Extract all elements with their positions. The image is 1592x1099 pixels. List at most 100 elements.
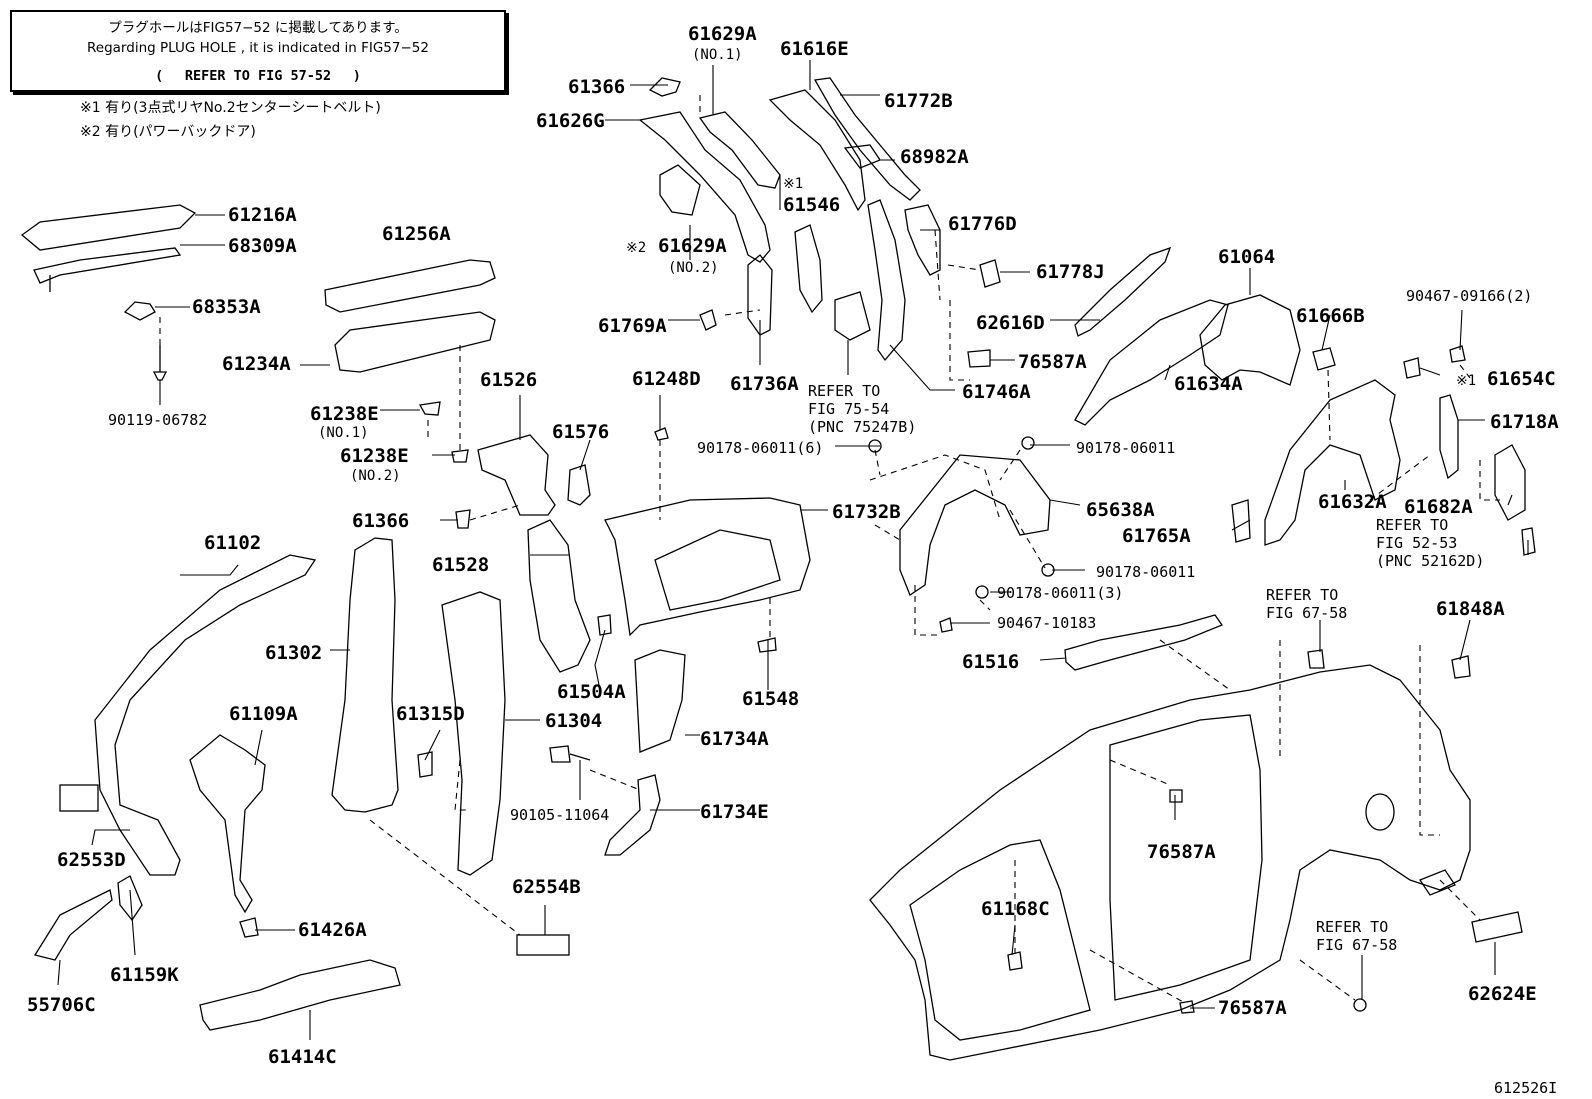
label-61168C: 61168C (981, 898, 1050, 920)
part-76587A-top-shape (967, 349, 991, 368)
part-61746A-shape (867, 199, 906, 362)
label-61315D: 61315D (396, 703, 465, 725)
part-61064-shape (1199, 294, 1301, 386)
label-62616D: 62616D (976, 312, 1045, 334)
ref-52-53-line1: REFER TO (1376, 516, 1448, 534)
part-61626G-shape (638, 111, 771, 263)
part-68309A-shape (33, 247, 182, 284)
ref-67-58-bot-line1: REFER TO (1316, 918, 1388, 936)
body-side-outer-shape (869, 664, 1471, 1061)
label-61109A: 61109A (229, 703, 298, 725)
leaders-left-b (57, 564, 581, 1040)
part-61168C-shape (1007, 951, 1023, 971)
label-65638A: 65638A (1086, 499, 1155, 521)
label-62553D: 62553D (57, 849, 126, 871)
part-61304-shape (441, 591, 506, 876)
label-76587A-mid: 76587A (1147, 841, 1216, 863)
label-61159K: 61159K (110, 964, 179, 986)
part-61102-shape (94, 554, 317, 876)
label-61238E-no2: 61238E (340, 445, 409, 467)
part-61159K-shape (117, 875, 143, 922)
part-labels: 61629A (NO.1) 61616E 61366 61772B 61626G… (27, 23, 1559, 1097)
label-61548: 61548 (742, 688, 799, 710)
label-61718A: 61718A (1490, 411, 1559, 433)
label-61736A: 61736A (730, 373, 799, 395)
part-61772B-shape (813, 77, 921, 201)
part-55706C-shape (33, 889, 113, 961)
part-61576-shape (567, 464, 591, 506)
label-61629A-no2-sub: (NO.2) (668, 260, 719, 276)
part-61654C-shape (1403, 357, 1421, 379)
part-bracket-ref-75-shape (834, 291, 871, 341)
label-61654C: 61654C (1487, 368, 1556, 390)
label-76587A-top: 76587A (1018, 351, 1087, 373)
label-76587A-bot: 76587A (1218, 997, 1287, 1019)
label-61256A: 61256A (382, 223, 451, 245)
part-61629A-1-shape (698, 111, 781, 189)
label-90178-06011-b: 90178-06011 (1096, 563, 1195, 581)
label-61734A: 61734A (700, 728, 769, 750)
label-61666B: 61666B (1296, 305, 1365, 327)
part-61526-shape (477, 434, 556, 516)
dashed-liner (869, 449, 1046, 636)
part-61776D-shape (904, 204, 941, 276)
part-61504A-shape (597, 614, 612, 636)
label-61414C: 61414C (268, 1046, 337, 1068)
label-90467-10183: 90467-10183 (997, 614, 1096, 632)
part-61732B-shape (604, 497, 811, 637)
part-76587A-mid-shape (1169, 789, 1183, 803)
label-68982A: 68982A (900, 146, 969, 168)
part-61546-shape (794, 224, 823, 314)
label-61426A: 61426A (298, 919, 367, 941)
part-62624E-pad (1471, 911, 1523, 943)
note-box-line-3: ( REFER TO FIG 57-52 ) (155, 68, 361, 84)
part-90467-10183-clip (939, 617, 953, 633)
label-61238E-no1-sub: (NO.1) (318, 425, 369, 441)
part-61848A-shape (1451, 655, 1471, 679)
ref-67-58-bot-line2: FIG 67-58 (1316, 936, 1397, 954)
label-mark-2: ※2 (626, 240, 646, 256)
label-61504A: 61504A (557, 681, 626, 703)
part-61548-shape (757, 637, 777, 653)
part-90105-bolt (549, 745, 591, 763)
label-61772B: 61772B (884, 90, 953, 112)
label-61629A-no2: 61629A (658, 235, 727, 257)
part-90178-06011-a-nut (1021, 436, 1035, 450)
label-90119-06782: 90119-06782 (108, 411, 207, 429)
part-61248D-shape (654, 427, 669, 441)
part-68353A-shape (123, 301, 156, 321)
part-61366-mid-shape (455, 509, 471, 529)
part-90467-09166-clip (1449, 345, 1466, 363)
part-61516-shape (1064, 614, 1224, 671)
part-90178-06011-3-nut (975, 585, 989, 599)
part-61256A-shape (324, 259, 496, 313)
label-61366-top: 61366 (568, 76, 625, 98)
label-61629A-no1-sub: (NO.1) (692, 47, 743, 63)
part-67-58-clip-bot (1353, 998, 1367, 1012)
part-61778J-shape (979, 259, 1001, 288)
leaders-right (1011, 268, 1529, 1009)
dashed-mid (659, 95, 981, 640)
label-61765A: 61765A (1122, 525, 1191, 547)
part-61765A-shape (1231, 499, 1251, 543)
part-61736A-shape (747, 254, 773, 336)
ref-67-58-top-line2: FIG 67-58 (1266, 604, 1347, 622)
part-61734E-shape (604, 774, 661, 856)
part-61426A-shape (239, 917, 259, 938)
label-68353A: 68353A (192, 296, 261, 318)
label-61682A: 61682A (1404, 496, 1473, 518)
leader-lines (57, 60, 1529, 1040)
part-61734A-shape (634, 649, 686, 753)
part-61682A-shape (1494, 444, 1526, 521)
part-61732B-window (654, 529, 781, 611)
body-fuel-lid (1365, 793, 1395, 831)
label-61576: 61576 (552, 421, 609, 443)
label-mark-1: ※1 (783, 176, 803, 192)
body-front-door-opening (909, 839, 1091, 1041)
note-box-line-1: プラグホールはFIG57−52 に掲載してあります。 (108, 20, 408, 36)
part-61234A-shape (334, 311, 496, 373)
label-61248D: 61248D (632, 368, 701, 390)
part-61302-shape (331, 537, 399, 813)
label-61778J: 61778J (1036, 261, 1105, 283)
